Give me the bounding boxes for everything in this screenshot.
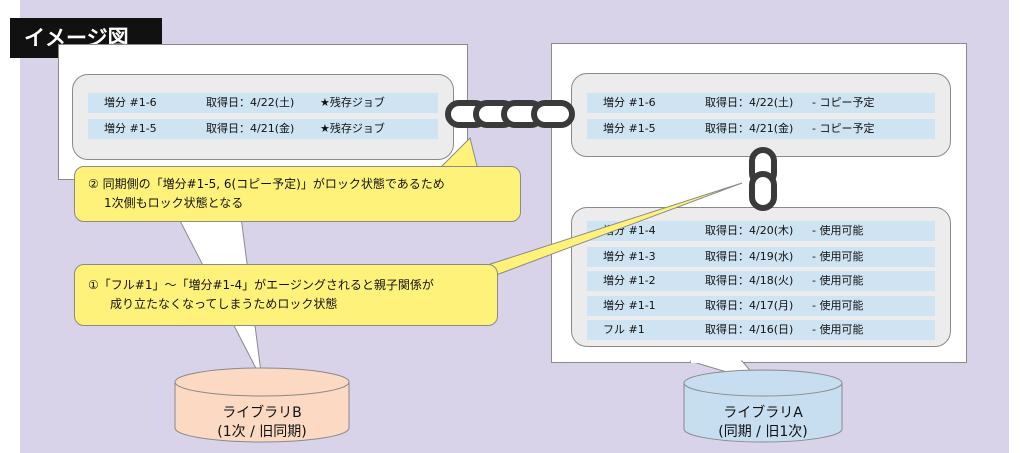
job-date: 取得日：4/19(水) [705, 250, 794, 263]
job-date: 取得日：4/22(土) [705, 96, 794, 109]
callout-1-line-2: 1次側もロック状態となる [104, 196, 244, 210]
library-b-job-group [72, 74, 454, 160]
library-a-cylinder [683, 369, 843, 443]
callout-2-line-2: 成り立たなくなってしまうためロック状態 [110, 297, 338, 311]
callout-2 [74, 264, 498, 326]
callout-1 [74, 166, 521, 222]
job-status: - 使用可能 [812, 224, 864, 237]
job-date: 取得日：4/21(金) [206, 122, 295, 135]
job-name: 増分 #1-1 [603, 299, 656, 312]
job-date: 取得日：4/22(土) [206, 96, 295, 109]
job-name: フル #1 [603, 323, 645, 336]
horizontal-chain-icon [445, 100, 575, 128]
job-status: - コピー予定 [812, 122, 875, 135]
table-row: 増分 #1-6 取得日：4/22(土) ★残存ジョブ [88, 93, 438, 113]
job-date: 取得日：4/18(火) [705, 274, 794, 287]
library-a-copy-group [571, 73, 951, 157]
job-status: - 使用可能 [812, 274, 864, 287]
job-date: 取得日：4/21(金) [705, 122, 794, 135]
library-b-name: ライブラリB [222, 405, 302, 421]
job-status: ★残存ジョブ [320, 122, 385, 135]
job-date: 取得日：4/20(木) [705, 224, 794, 237]
job-date: 取得日：4/17(月) [705, 299, 794, 312]
job-name: 増分 #1-3 [603, 250, 656, 263]
table-row: フル #1 取得日：4/16(日) - 使用可能 [587, 320, 935, 340]
table-row: 増分 #1-2 取得日：4/18(火) - 使用可能 [587, 271, 935, 291]
library-a-name: ライブラリA [723, 405, 803, 421]
job-status: - 使用可能 [812, 250, 864, 263]
library-b-cylinder [174, 367, 350, 443]
job-date: 取得日：4/16(日) [705, 323, 794, 336]
table-row: 増分 #1-5 取得日：4/21(金) ★残存ジョブ [88, 119, 438, 139]
job-status: ★残存ジョブ [320, 96, 385, 109]
job-name: 増分 #1-2 [603, 274, 656, 287]
library-a-subtitle: (同期 / 旧1次) [718, 424, 808, 440]
job-status: - コピー予定 [812, 96, 875, 109]
callout-2-line-1: ①「フル#1」〜「増分#1-4」がエージングされると親子関係が [88, 278, 434, 292]
table-row: 増分 #1-6 取得日：4/22(土) - コピー予定 [587, 93, 935, 113]
library-b-subtitle: (1次 / 旧同期) [217, 424, 307, 440]
job-name: 増分 #1-5 [603, 122, 656, 135]
job-name: 増分 #1-6 [603, 96, 656, 109]
table-row: 増分 #1-1 取得日：4/17(月) - 使用可能 [587, 296, 935, 316]
job-status: - 使用可能 [812, 323, 864, 336]
job-name: 増分 #1-6 [104, 96, 157, 109]
job-status: - 使用可能 [812, 299, 864, 312]
job-name: 増分 #1-5 [104, 122, 157, 135]
table-row: 増分 #1-3 取得日：4/19(水) - 使用可能 [587, 247, 935, 267]
table-row: 増分 #1-5 取得日：4/21(金) - コピー予定 [587, 119, 935, 139]
callout-1-line-1: ② 同期側の「増分#1-5, 6(コピー予定)」がロック状態であるため [88, 177, 445, 191]
vertical-chain-icon [749, 147, 777, 211]
